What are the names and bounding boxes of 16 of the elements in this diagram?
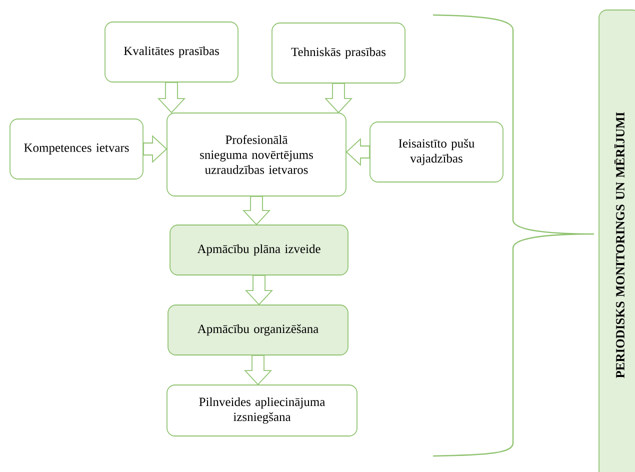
process-box: Profesionālā snieguma novērtējums uzraudzības ietvaros (166, 112, 346, 196)
block-arrow (346, 138, 370, 166)
block-arrow (143, 134, 168, 164)
block-arrow (242, 196, 271, 226)
block-arrow (157, 82, 186, 114)
block-arrow (324, 83, 353, 114)
block-arrow (244, 355, 272, 386)
block-arrow (244, 275, 274, 306)
input-box: Kompetences ietvars (10, 118, 144, 180)
process-box: Apmācību organizēšana (168, 304, 348, 356)
requirement-box: Kvalitātes prasības (104, 22, 238, 82)
input-box: Ieisaistīto pušu vajadzības (370, 122, 504, 182)
process-box: Pilnveides apliecinājuma izsniegšana (166, 384, 358, 436)
process-box: Apmācību plāna izveide (170, 224, 348, 276)
requirement-box: Tehniskās prasības (272, 22, 406, 84)
side-band: PERIODISKS MONITORINGS UN MĒRĪJUMI (598, 10, 635, 472)
